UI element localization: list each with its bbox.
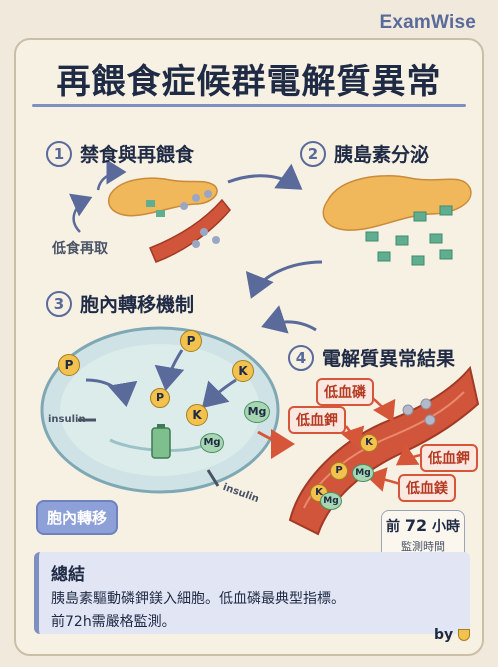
vessel-ion-mg-1: Mg	[352, 460, 374, 482]
ion-arrows	[85, 349, 237, 409]
monitoring-hours: 前 72 小時	[385, 516, 460, 535]
step-1-number: 1	[46, 140, 72, 167]
step-3-label: 胞內轉移機制	[80, 294, 195, 316]
vessel-ion-p: P	[330, 458, 348, 480]
summary-line-2: 前72h需嚴格監測。	[51, 614, 176, 630]
step-3-number: 3	[46, 290, 72, 317]
monitoring-time-box: 前 72 小時 監測時間	[381, 510, 465, 560]
summary-line-1: 胰島素驅動磷鉀鎂入細胞。低血磷最典型指標。	[51, 591, 345, 607]
step-4-label: 電解質異常結果	[322, 348, 456, 370]
summary-title: 總結	[51, 565, 85, 585]
pancreas-large	[322, 175, 472, 231]
step-4-number: 4	[288, 344, 314, 371]
ion-p-outside-left: P	[58, 354, 80, 376]
insulin-receptor-right	[206, 469, 220, 487]
ion-mg-outside: Mg	[244, 400, 270, 423]
ion-k-outside: K	[232, 360, 254, 382]
step-2-number: 2	[300, 140, 326, 167]
step-2-label: 胰島素分泌	[334, 144, 430, 166]
intracellular-shift-badge: 胞內轉移	[36, 500, 119, 535]
battery-cap	[157, 424, 165, 428]
signature: by	[434, 627, 470, 643]
step-4-header: 4 電解質異常結果	[288, 344, 455, 371]
title-underline	[32, 104, 466, 107]
brand-logo: ExamWise	[379, 12, 476, 33]
tag-low-magnesium: 低血鎂	[398, 474, 456, 502]
tag-low-phosphate: 低血磷	[316, 378, 374, 406]
step-3-header: 3 胞內轉移機制	[46, 290, 194, 317]
vessel-gray-particles	[402, 398, 436, 426]
vessel-small	[149, 198, 231, 263]
vessel-small-particles	[146, 190, 220, 248]
ion-p-inside: P	[150, 386, 170, 408]
vessel-ion-k-1: K	[360, 430, 378, 452]
vessel-highlight	[303, 391, 465, 509]
step-1-header: 1 禁食與再餵食	[46, 140, 194, 167]
vessel-ion-mg-2: Mg	[320, 488, 342, 510]
summary-box: 總結 胰島素驅動磷鉀鎂入細胞。低血磷最典型指標。 前72h需嚴格監測。	[34, 552, 470, 634]
tag-low-potassium-right: 低血鉀	[420, 444, 478, 472]
monitoring-note: 監測時間	[401, 540, 445, 553]
fasting-cycle-arrow-bottom	[68, 193, 93, 233]
low-intake-label: 低食再取	[52, 241, 108, 257]
ion-k-inside: K	[186, 404, 208, 426]
arrow-cell-to-vessel	[257, 428, 295, 459]
battery-icon	[151, 427, 171, 459]
ion-mg-inside: Mg	[200, 430, 224, 453]
insulin-label-left: insulin	[48, 414, 86, 425]
banana-icon	[458, 629, 470, 641]
step-1-label: 禁食與再餵食	[80, 144, 195, 166]
tag-low-potassium-left: 低血鉀	[288, 406, 346, 434]
pancreas-small	[108, 177, 218, 217]
arrow-vessel-to-cell	[261, 305, 317, 334]
page-title: 再餵食症候群電解質異常	[56, 62, 442, 102]
ion-p-outside-top: P	[180, 330, 202, 352]
fasting-cycle-arrow-top	[96, 159, 127, 191]
insulin-squares	[365, 205, 453, 266]
step-2-header: 2 胰島素分泌	[300, 140, 429, 167]
arrow-step1-to-step2	[227, 163, 303, 190]
arrow-step2-to-step3	[245, 260, 323, 299]
